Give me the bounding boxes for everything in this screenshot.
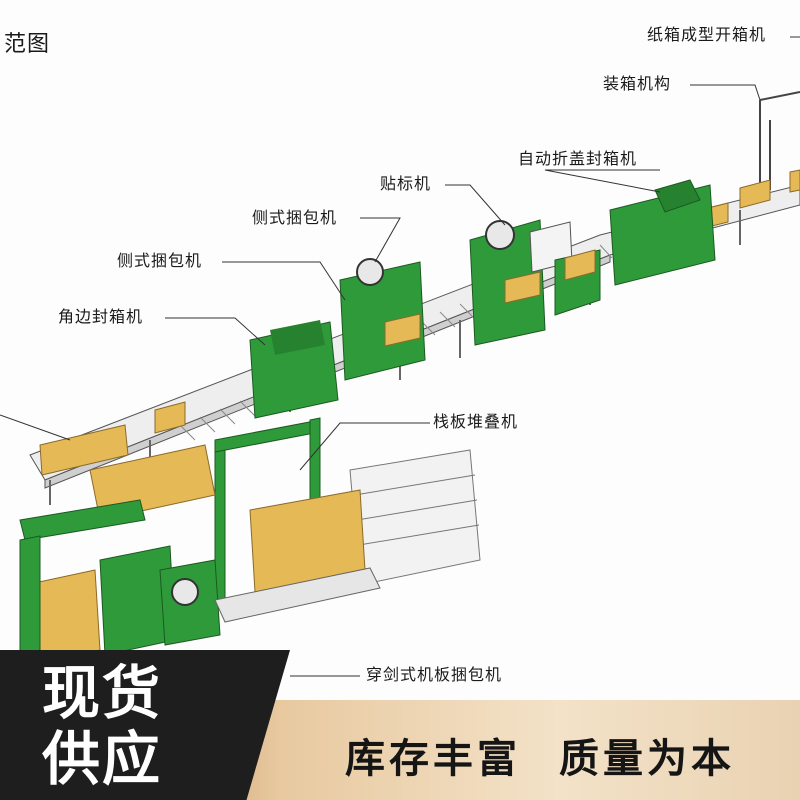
case-packer-frame bbox=[759, 91, 800, 190]
label-corner-sealer: 角边封箱机 bbox=[58, 307, 144, 326]
base-conveyor bbox=[214, 567, 381, 623]
side-strapper-machine bbox=[339, 258, 426, 381]
conveyor-rollers bbox=[179, 244, 613, 441]
label-pallet-stacker: 栈板堆叠机 bbox=[433, 412, 519, 431]
banner-right-part2: 质量为本 bbox=[559, 736, 735, 782]
label-side-strapper-1: 侧式捆包机 bbox=[252, 208, 338, 227]
auto-flap-sealer bbox=[609, 179, 716, 286]
banner-right-text: 库存丰富质量为本 bbox=[345, 726, 773, 784]
label-auto-flap-sealer: 自动折盖封箱机 bbox=[518, 149, 638, 168]
pallet-boxes bbox=[24, 444, 366, 666]
label-case-packer: 装箱机构 bbox=[603, 74, 672, 93]
label-pallet-strapper: 穿剑式机板捆包机 bbox=[366, 665, 503, 684]
boxes-main-conveyor bbox=[39, 401, 186, 476]
pallet-racks bbox=[349, 449, 481, 586]
leader-lines bbox=[0, 36, 800, 677]
pallet-strapper-machine bbox=[19, 499, 221, 656]
banner-left-line2: 供应 bbox=[42, 725, 163, 793]
corner-sealer-machine bbox=[249, 320, 339, 419]
label-carton-erector: 纸箱成型开箱机 bbox=[647, 25, 767, 44]
banner-right-part1: 库存丰富 bbox=[345, 736, 521, 782]
banner-dark-panel bbox=[0, 650, 290, 800]
banner-left-text: 现货 供应 bbox=[42, 660, 162, 792]
label-labeler: 贴标机 bbox=[380, 174, 432, 193]
title-fragment: 范图 bbox=[4, 32, 51, 57]
label-side-strapper-2: 侧式捆包机 bbox=[117, 251, 203, 270]
boxes-labeler bbox=[504, 249, 596, 304]
banner-left-line1: 现货 bbox=[42, 659, 163, 727]
